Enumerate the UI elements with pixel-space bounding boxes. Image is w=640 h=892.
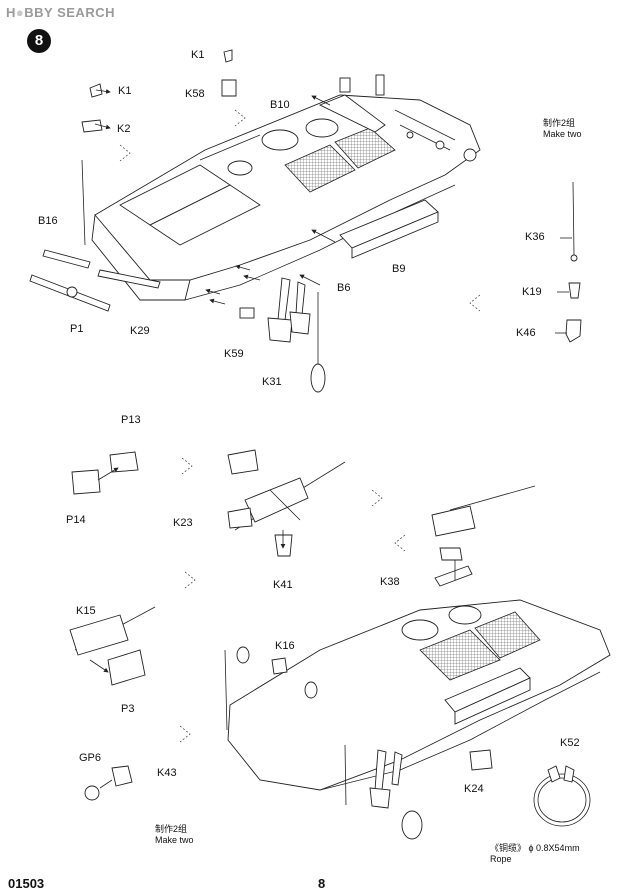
part-label-b9: B9	[392, 263, 406, 275]
part-label-k23: K23	[173, 517, 193, 529]
part-label-k2: K2	[117, 123, 131, 135]
rope-spec-note: 《铜缆》 ϕ 0.8X54mm Rope	[490, 843, 580, 865]
part-label-k41: K41	[273, 579, 293, 591]
part-label-b16: B16	[38, 215, 58, 227]
part-label-b6: B6	[337, 282, 351, 294]
hobbysearch-watermark: H●BBY SEARCH	[6, 5, 115, 20]
part-label-k38: K38	[380, 576, 400, 588]
page-number: 8	[318, 876, 326, 891]
make-two-note-top: 制作2组 Make two	[543, 118, 582, 140]
machine-gun-mount-drawing	[71, 449, 406, 743]
searchlight-drawing	[84, 765, 133, 801]
part-label-k24: K24	[464, 783, 484, 795]
part-label-k46: K46	[516, 327, 536, 339]
make-two-note-bottom: 制作2组 Make two	[155, 824, 194, 846]
part-label-p1: P1	[70, 323, 84, 335]
part-label-k43: K43	[157, 767, 177, 779]
part-label-k1: K1	[191, 49, 205, 61]
part-label-gp6: GP6	[79, 752, 102, 764]
part-label-k16: K16	[275, 640, 295, 652]
part-label-k19: K19	[522, 286, 542, 298]
part-label-p14: P14	[66, 514, 86, 526]
lower-hull-drawing	[224, 485, 611, 840]
part-label-k29: K29	[130, 325, 150, 337]
antenna-parts-drawing	[555, 181, 582, 343]
light-mg-drawing	[69, 606, 156, 686]
upper-hull-drawing	[29, 49, 481, 393]
part-label-k58: K58	[185, 88, 205, 100]
part-label-b10: B10	[270, 99, 290, 111]
rope-drawing	[533, 765, 591, 827]
catalog-number: 01503	[8, 876, 45, 891]
part-label-p3: P3	[121, 703, 135, 715]
part-label-k36: K36	[525, 231, 545, 243]
part-label-p13: P13	[121, 414, 141, 426]
part-label-k52: K52	[560, 737, 580, 749]
part-label-k15: K15	[76, 605, 96, 617]
part-label-k1-left: K1	[118, 85, 132, 97]
part-label-k31: K31	[262, 376, 282, 388]
step-number-badge: 8	[27, 29, 51, 53]
part-label-k59: K59	[224, 348, 244, 360]
